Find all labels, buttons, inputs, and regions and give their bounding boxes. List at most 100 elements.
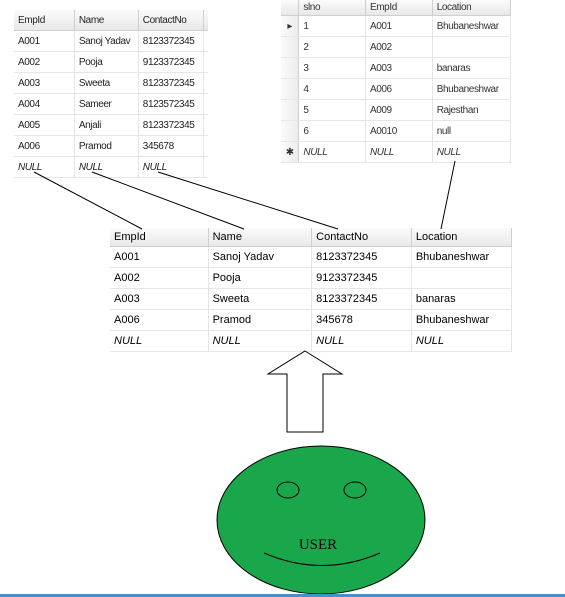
cell[interactable]: Sanoj Yadav — [74, 30, 139, 52]
table-row-null[interactable]: NULL NULL NULL — [14, 156, 208, 178]
current-row-indicator-icon[interactable]: ▸ — [281, 15, 300, 37]
table-row[interactable]: 4 A006 Bhubaneshwar — [281, 78, 512, 100]
cell[interactable]: A006 — [365, 78, 433, 100]
cell[interactable]: A006 — [14, 135, 75, 157]
cell[interactable]: 8123372345 — [138, 72, 205, 94]
column-header-contactno[interactable]: ContactNo — [138, 10, 205, 31]
column-header-empid[interactable]: EmpId — [14, 10, 75, 31]
cell[interactable]: Pramod — [74, 135, 139, 157]
table-row[interactable]: A003 Sweeta 8123372345 — [14, 72, 208, 94]
column-header-name[interactable]: Name — [208, 228, 313, 247]
cell[interactable]: Pramod — [208, 309, 313, 331]
table-row[interactable]: 6 A0010 null — [281, 120, 512, 142]
null-cell[interactable]: NULL — [432, 141, 512, 163]
table-row[interactable]: A002 Pooja 9123372345 — [110, 267, 513, 289]
cell[interactable]: 8123372345 — [138, 30, 205, 52]
column-header-name[interactable]: Name — [74, 10, 139, 31]
cell[interactable]: A003 — [365, 57, 433, 79]
cell[interactable]: Sanoj Yadav — [208, 246, 313, 268]
null-cell[interactable]: NULL — [110, 330, 209, 352]
new-row-indicator-icon[interactable]: ✱ — [281, 141, 300, 163]
cell[interactable]: 6 — [298, 120, 366, 142]
null-cell[interactable]: NULL — [74, 156, 139, 178]
column-header-empid[interactable]: EmpId — [365, 0, 433, 16]
null-cell[interactable]: NULL — [14, 156, 75, 178]
null-cell[interactable]: NULL — [208, 330, 313, 352]
table-row[interactable]: 3 A003 banaras — [281, 57, 512, 79]
column-header-contactno[interactable]: ContactNo — [311, 228, 412, 247]
cell[interactable]: A003 — [14, 72, 75, 94]
bottom-border — [0, 594, 565, 597]
cell[interactable] — [411, 267, 513, 289]
cell[interactable]: 8123572345 — [138, 93, 205, 115]
cell[interactable]: Rajesthan — [432, 99, 512, 121]
cell[interactable]: 3 — [298, 57, 366, 79]
cell[interactable]: Sweeta — [74, 72, 139, 94]
cell[interactable]: Bhubaneshwar — [432, 78, 512, 100]
cell[interactable]: Sameer — [74, 93, 139, 115]
cell[interactable]: 8123372345 — [311, 246, 412, 268]
cell[interactable]: 345678 — [311, 309, 412, 331]
cell[interactable]: A001 — [365, 15, 433, 37]
cell[interactable]: Sweeta — [208, 288, 313, 310]
cell[interactable]: 9123372345 — [311, 267, 412, 289]
cell[interactable]: 8123372345 — [138, 114, 205, 136]
cell[interactable]: A002 — [110, 267, 209, 289]
cell[interactable]: A002 — [14, 51, 75, 73]
smile-icon — [263, 552, 381, 566]
cell[interactable]: Bhubaneshwar — [411, 246, 513, 268]
cell[interactable]: 9123372345 — [138, 51, 205, 73]
cell[interactable]: 2 — [298, 36, 366, 58]
null-cell[interactable]: NULL — [138, 156, 205, 178]
column-header-location[interactable]: Location — [411, 228, 513, 247]
cell[interactable]: A001 — [14, 30, 75, 52]
null-cell[interactable]: NULL — [411, 330, 513, 352]
cell[interactable]: Anjali — [74, 114, 139, 136]
cell[interactable]: banaras — [432, 57, 512, 79]
table-row[interactable]: A003 Sweeta 8123372345 banaras — [110, 288, 513, 310]
row-selector[interactable] — [281, 57, 300, 79]
cell[interactable]: 5 — [298, 99, 366, 121]
cell[interactable]: 1 — [298, 15, 366, 37]
cell[interactable]: A002 — [365, 36, 433, 58]
table-row[interactable]: A002 Pooja 9123372345 — [14, 51, 208, 73]
column-header-slno[interactable]: slno — [298, 0, 366, 16]
table-row-null[interactable]: NULL NULL NULL NULL — [110, 330, 513, 352]
cell[interactable]: A0010 — [365, 120, 433, 142]
row-selector[interactable] — [281, 78, 300, 100]
table-row[interactable]: 2 A002 — [281, 36, 512, 58]
row-selector[interactable] — [281, 120, 300, 142]
row-selector[interactable] — [281, 99, 300, 121]
cell[interactable]: A005 — [14, 114, 75, 136]
row-selector[interactable] — [281, 36, 300, 58]
table-row[interactable]: ▸ 1 A001 Bhubaneshwar — [281, 15, 512, 37]
cell[interactable]: Pooja — [74, 51, 139, 73]
null-cell[interactable]: NULL — [298, 141, 366, 163]
table-row-null[interactable]: ✱ NULL NULL NULL — [281, 141, 512, 163]
cell[interactable]: A004 — [14, 93, 75, 115]
cell[interactable]: A003 — [110, 288, 209, 310]
cell[interactable]: Pooja — [208, 267, 313, 289]
cell[interactable]: 8123372345 — [311, 288, 412, 310]
column-header-location[interactable]: Location — [432, 0, 512, 16]
table-row[interactable]: A001 Sanoj Yadav 8123372345 — [14, 30, 208, 52]
cell[interactable]: A006 — [110, 309, 209, 331]
table-row[interactable]: A006 Pramod 345678 — [14, 135, 208, 157]
cell[interactable]: A001 — [110, 246, 209, 268]
null-cell[interactable]: NULL — [365, 141, 433, 163]
table-row[interactable]: 5 A009 Rajesthan — [281, 99, 512, 121]
table-row[interactable]: A004 Sameer 8123572345 — [14, 93, 208, 115]
cell[interactable]: banaras — [411, 288, 513, 310]
cell[interactable] — [432, 36, 512, 58]
table-row[interactable]: A006 Pramod 345678 Bhubaneshwar — [110, 309, 513, 331]
null-cell[interactable]: NULL — [311, 330, 412, 352]
cell[interactable]: 345678 — [138, 135, 205, 157]
cell[interactable]: 4 — [298, 78, 366, 100]
cell[interactable]: Bhubaneshwar — [432, 15, 512, 37]
table-row[interactable]: A005 Anjali 8123372345 — [14, 114, 208, 136]
cell[interactable]: A009 — [365, 99, 433, 121]
cell[interactable]: Bhubaneshwar — [411, 309, 513, 331]
column-header-empid[interactable]: EmpId — [110, 228, 209, 247]
cell[interactable]: null — [432, 120, 512, 142]
table-row[interactable]: A001 Sanoj Yadav 8123372345 Bhubaneshwar — [110, 246, 513, 268]
